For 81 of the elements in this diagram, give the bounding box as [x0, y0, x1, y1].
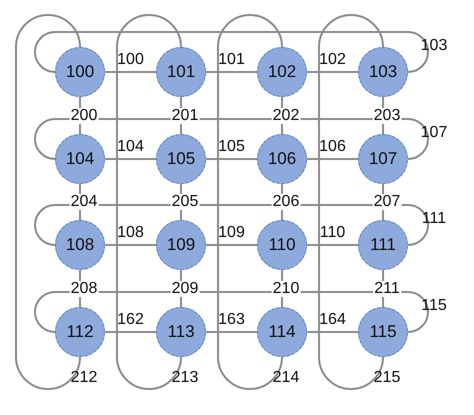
connector-line	[15, 14, 81, 390]
connector-line	[307, 331, 358, 333]
node-label: 103	[368, 62, 398, 82]
node-circle	[358, 307, 408, 357]
node-label: 106	[268, 149, 296, 169]
edge-label: 162	[117, 312, 144, 328]
connector-line	[206, 244, 257, 246]
connector-line	[206, 71, 257, 73]
edge-label: 202	[272, 108, 300, 124]
edge-label: 208	[70, 280, 98, 296]
connector-line	[116, 14, 182, 390]
connector-line	[307, 244, 358, 246]
edge-label: 203	[372, 108, 402, 124]
node-circle	[358, 134, 408, 184]
edge-label: 104	[117, 139, 144, 155]
connector-line	[105, 331, 156, 333]
connector-line	[307, 158, 358, 160]
edge-label: 207	[372, 194, 402, 210]
edge-label: 164	[319, 312, 346, 328]
edge-label: 200	[70, 108, 98, 124]
edge-label: 110	[320, 225, 346, 241]
node-label: 114	[268, 322, 296, 342]
node-circle	[257, 220, 307, 270]
node-label: 101	[166, 62, 196, 82]
node-circle	[358, 47, 408, 97]
edge-label: 204	[70, 194, 98, 210]
edge-label: 105	[218, 139, 245, 155]
edge-label: 103	[420, 38, 448, 54]
edge-label: 215	[374, 370, 400, 386]
connector-line	[206, 331, 257, 333]
node-circle	[257, 47, 307, 97]
edge-label: 213	[172, 370, 198, 386]
edge-label: 100	[117, 52, 144, 68]
node-label: 107	[368, 149, 398, 169]
edge-label: 214	[272, 370, 300, 386]
node-circle	[257, 307, 307, 357]
node-circle	[156, 134, 206, 184]
edge-label: 211	[373, 280, 401, 296]
edge-label: 102	[319, 52, 346, 68]
connector-line	[206, 158, 257, 160]
edge-label: 205	[170, 194, 200, 210]
edge-label: 101	[218, 52, 245, 68]
edge-label: 107	[420, 125, 448, 141]
connector-line	[105, 244, 156, 246]
node-circle	[55, 47, 105, 97]
connector-line	[307, 71, 358, 73]
node-label: 115	[369, 322, 397, 342]
node-label: 104	[66, 149, 94, 169]
node-label: 100	[66, 62, 94, 82]
edge-label: 212	[70, 370, 98, 386]
edge-label: 163	[218, 312, 245, 328]
edge-label: 111	[422, 211, 446, 227]
node-circle	[257, 134, 307, 184]
node-circle	[55, 220, 105, 270]
edge-label: 108	[117, 225, 144, 241]
node-label: 105	[166, 149, 196, 169]
edge-label: 210	[272, 280, 300, 296]
connector-line	[34, 31, 429, 73]
edge-label: 106	[319, 139, 346, 155]
connector-line	[217, 14, 283, 390]
connector-line	[105, 158, 156, 160]
node-circle	[358, 220, 408, 270]
edge-label: 206	[272, 194, 300, 210]
node-label: 111	[370, 235, 396, 255]
connector-line	[318, 14, 384, 390]
node-label: 110	[268, 235, 296, 255]
node-circle	[156, 220, 206, 270]
edge-label: 109	[218, 225, 245, 241]
edge-label: 115	[421, 298, 447, 314]
node-label: 113	[167, 322, 195, 342]
node-label: 112	[66, 322, 94, 342]
node-circle	[55, 134, 105, 184]
edge-label: 209	[170, 280, 200, 296]
node-label: 102	[268, 62, 296, 82]
node-circle	[156, 307, 206, 357]
node-label: 109	[166, 235, 196, 255]
node-circle	[55, 307, 105, 357]
node-label: 108	[66, 235, 94, 255]
node-circle	[156, 47, 206, 97]
connector-line	[105, 71, 156, 73]
edge-label: 201	[170, 108, 200, 124]
